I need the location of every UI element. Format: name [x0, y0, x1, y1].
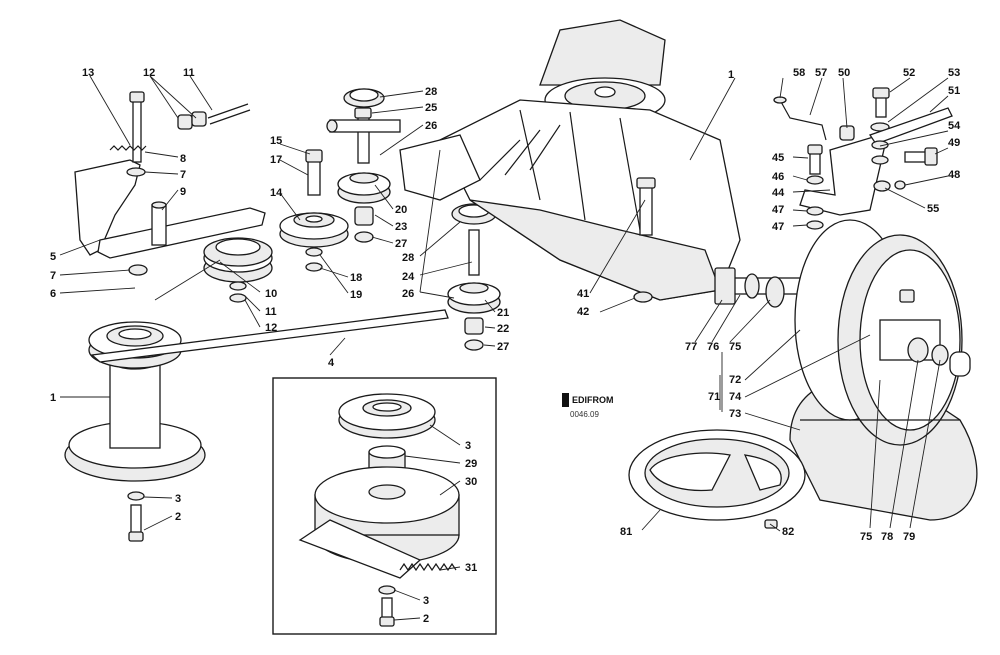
callout: 21	[497, 307, 509, 319]
transaxle	[326, 19, 741, 303]
callout: 78	[881, 531, 893, 543]
callout: 77	[685, 341, 697, 353]
callout: 12	[265, 322, 277, 334]
callout: 25	[425, 102, 437, 114]
callout: 19	[350, 289, 362, 301]
callout: 58	[793, 67, 805, 79]
callout: 24	[402, 271, 415, 283]
callout: 52	[903, 67, 915, 79]
callout: 15	[270, 135, 282, 147]
callout: 49	[948, 137, 960, 149]
callout: 9	[180, 186, 186, 198]
axle-spacers	[714, 267, 801, 308]
callout: 5	[50, 251, 56, 263]
callout-labels: 13 12 11 8 7 9 5 7 6 1 3 2 4 10 11 12 15…	[50, 67, 961, 625]
idler-bracket	[74, 91, 266, 276]
callout: 50	[838, 67, 850, 79]
callout: 45	[772, 152, 784, 164]
logo-brand-text: EDIFROM	[572, 395, 614, 405]
callout: 81	[620, 526, 632, 538]
leader-lines	[59, 75, 949, 621]
callout: 31	[465, 562, 477, 574]
bolt-2-left	[127, 491, 145, 542]
callout: 2	[175, 511, 181, 523]
callout: 6	[50, 288, 56, 300]
inset-frame	[272, 377, 497, 635]
callout: 28	[425, 86, 437, 98]
callout: 28	[402, 252, 414, 264]
callout: 3	[465, 440, 471, 452]
callout: 47	[772, 221, 784, 233]
pulley-stack-upper	[337, 88, 391, 243]
callout: 3	[175, 493, 181, 505]
callout: 46	[772, 171, 784, 183]
callout: 11	[183, 67, 195, 79]
callout: 27	[497, 341, 509, 353]
callout: 47	[772, 204, 784, 216]
callout: 54	[948, 120, 961, 132]
callout: 55	[927, 203, 939, 215]
callout: 42	[577, 306, 589, 318]
callout: 71	[708, 391, 720, 403]
callout: 2	[423, 613, 429, 625]
clutch-assembly	[298, 393, 460, 627]
callout: 27	[395, 238, 407, 250]
callout: 7	[180, 169, 186, 181]
wheel-cover-ring	[628, 429, 806, 529]
callout: 29	[465, 458, 477, 470]
callout: 48	[948, 169, 960, 181]
callout: 79	[903, 531, 915, 543]
callout: 75	[860, 531, 872, 543]
drive-belt	[90, 309, 449, 363]
callout: 7	[50, 270, 56, 282]
callout: 74	[729, 391, 742, 403]
callout: 12	[143, 67, 155, 79]
callout: 11	[265, 306, 277, 318]
callout: 3	[423, 595, 429, 607]
rear-wheel	[789, 219, 978, 521]
callout: 10	[265, 288, 277, 300]
drawing-code: 0046.09	[570, 410, 599, 419]
callout: 73	[729, 408, 741, 420]
callout: 51	[948, 85, 960, 97]
callout: 44	[772, 187, 785, 199]
idler-pulley-10	[203, 237, 273, 303]
callout: 1	[728, 69, 734, 81]
callout: 17	[270, 154, 282, 166]
callout: 82	[782, 526, 794, 538]
callout: 75	[729, 341, 741, 353]
callout: 41	[577, 288, 589, 300]
callout: 14	[270, 187, 283, 199]
callout: 57	[815, 67, 827, 79]
callout: 1	[50, 392, 56, 404]
callout: 26	[402, 288, 414, 300]
callout: 53	[948, 67, 960, 79]
callout: 4	[328, 357, 335, 369]
control-bracket	[773, 87, 953, 230]
callout: 20	[395, 204, 407, 216]
edifrom-logo: EDIFROM 0046.09	[562, 393, 614, 419]
callout: 30	[465, 476, 477, 488]
callout: 23	[395, 221, 407, 233]
callout: 8	[180, 153, 186, 165]
callout: 76	[707, 341, 719, 353]
callout: 72	[729, 374, 741, 386]
pulley-17	[279, 149, 349, 272]
callout: 18	[350, 272, 362, 284]
callout: 22	[497, 323, 509, 335]
callout: 26	[425, 120, 437, 132]
callout: 13	[82, 67, 94, 79]
